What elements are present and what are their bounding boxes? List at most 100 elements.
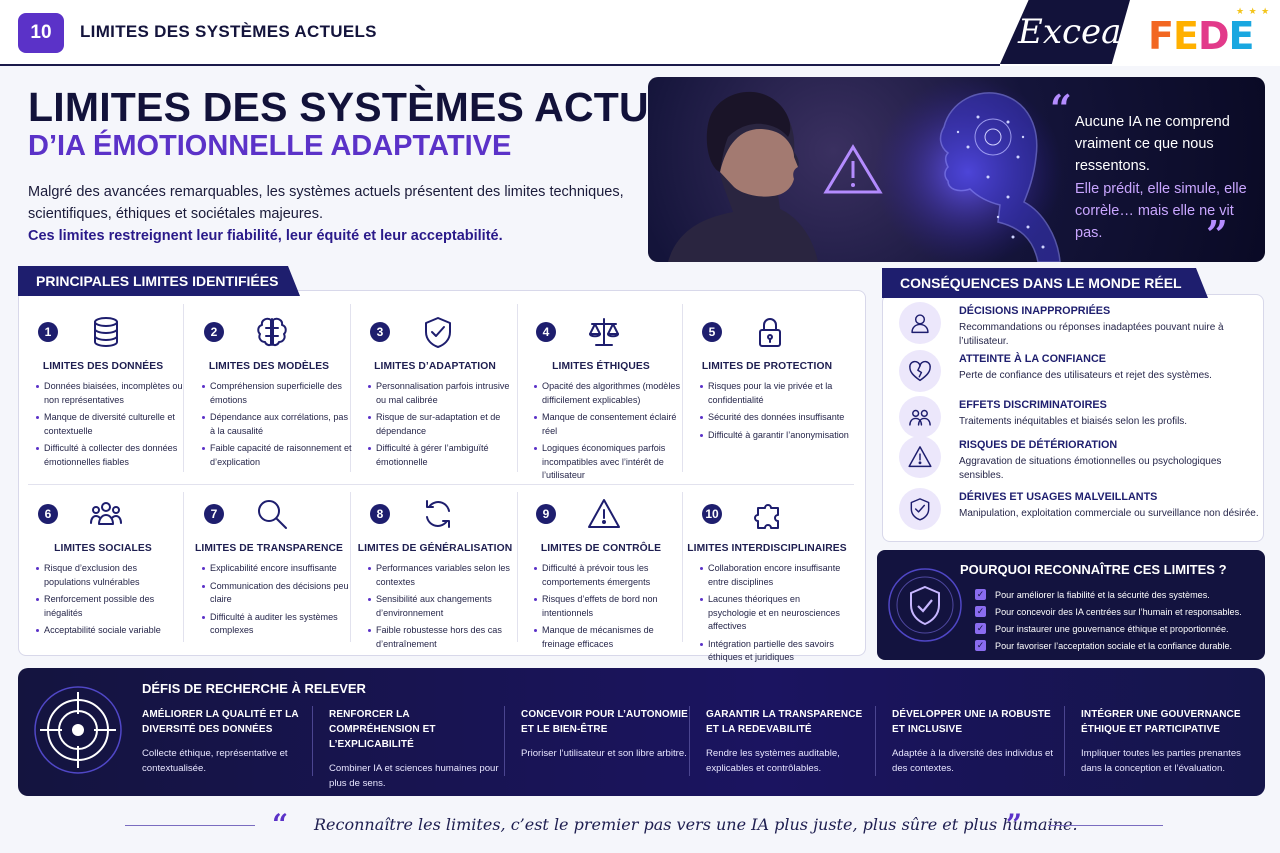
limit-title: LIMITES ÉTHIQUES bbox=[552, 361, 650, 372]
consequence-desc: Aggravation de situations émotionnelles … bbox=[959, 456, 1222, 481]
warning-icon bbox=[823, 144, 883, 194]
limit-point: Explicabilité encore insuffisante bbox=[202, 562, 352, 576]
footer-quote-close-icon: ” bbox=[1006, 808, 1023, 841]
limits-col-divider bbox=[682, 304, 683, 472]
limit-number: 3 bbox=[370, 322, 390, 342]
eu-stars-icon: ★ ★ ★ bbox=[1236, 6, 1271, 16]
limit-points: Personnalisation parfois intrusive ou ma… bbox=[368, 380, 518, 473]
research-challenge-desc: Prioriser l’utilisateur et son libre arb… bbox=[521, 748, 687, 759]
research-divider bbox=[875, 706, 876, 776]
limit-point: Difficulté à collecter des données émoti… bbox=[36, 442, 186, 469]
limit-point: Risque de sur-adaptation et de dépendanc… bbox=[368, 411, 518, 438]
limit-point: Intégration partielle des savoirs éthiqu… bbox=[700, 638, 850, 665]
broken-heart-icon bbox=[899, 350, 941, 392]
main-title: LIMITES DES SYSTÈMES ACTUELS bbox=[28, 84, 730, 130]
why-list: ✓Pour améliorer la fiabilité et la sécur… bbox=[975, 586, 1265, 654]
magnifier-icon bbox=[254, 496, 290, 532]
limits-col-divider bbox=[517, 492, 518, 642]
limit-number: 1 bbox=[38, 322, 58, 342]
consequence-desc: Recommandations ou réponses inadaptées p… bbox=[959, 322, 1224, 347]
limit-title: LIMITES SOCIALES bbox=[54, 543, 152, 554]
limit-number: 2 bbox=[204, 322, 224, 342]
limits-section-title: PRINCIPALES LIMITES IDENTIFIÉES bbox=[18, 266, 300, 296]
consequences-title: CONSÉQUENCES DANS LE MONDE RÉEL bbox=[882, 268, 1208, 298]
footer-quote-open-icon: “ bbox=[272, 808, 289, 841]
limits-col-divider bbox=[350, 304, 351, 472]
checkbox-icon: ✓ bbox=[975, 640, 986, 651]
limit-point: Manque de consentement éclairé réel bbox=[534, 411, 684, 438]
limit-point: Risque d’exclusion des populations vulné… bbox=[36, 562, 186, 589]
limit-card: 8 LIMITES DE GÉNÉRALISATION Performances… bbox=[352, 486, 518, 666]
limit-number: 4 bbox=[536, 322, 556, 342]
limit-point: Risques pour la vie privée et la confide… bbox=[700, 380, 850, 407]
limit-card: 4 LIMITES ÉTHIQUES Opacité des algorithm… bbox=[518, 304, 684, 484]
limits-col-divider bbox=[682, 492, 683, 642]
research-challenge-title: AMÉLIORER LA QUALITÉ ET LA DIVERSITÉ DES… bbox=[142, 709, 299, 735]
limit-point: Difficulté à auditer les systèmes comple… bbox=[202, 611, 352, 638]
limit-point: Dépendance aux corrélations, pas à la ca… bbox=[202, 411, 352, 438]
consequence-title: DÉCISIONS INAPPROPRIÉES bbox=[959, 305, 1111, 317]
research-challenge: GARANTIR LA TRANSPARENCE ET LA REDEVABIL… bbox=[706, 707, 876, 776]
limit-title: LIMITES DE PROTECTION bbox=[701, 361, 833, 372]
consequence-item: EFFETS DISCRIMINATOIRES Traitements inéq… bbox=[899, 396, 1259, 440]
consequence-title: ATTEINTE À LA CONFIANCE bbox=[959, 353, 1106, 365]
limits-col-divider bbox=[517, 304, 518, 472]
brain-icon bbox=[254, 314, 290, 350]
checkbox-icon: ✓ bbox=[975, 589, 986, 600]
footer-line-left bbox=[125, 825, 255, 826]
limit-points: Collaboration encore insuffisante entre … bbox=[700, 562, 850, 669]
research-challenge: CONCEVOIR POUR L’AUTONOMIE ET LE BIEN-ÊT… bbox=[521, 707, 691, 761]
limit-title: LIMITES INTERDISCIPLINAIRES bbox=[687, 543, 847, 554]
limit-title: LIMITES DE TRANSPARENCE bbox=[195, 543, 343, 554]
research-challenge-title: INTÉGRER UNE GOUVERNANCE ÉTHIQUE ET PART… bbox=[1081, 709, 1241, 735]
why-item: ✓Pour concevoir des IA centrées sur l’hu… bbox=[975, 603, 1265, 620]
limit-point: Compréhension superficielle des émotions bbox=[202, 380, 352, 407]
limit-points: Difficulté à prévoir tous les comporteme… bbox=[534, 562, 684, 655]
limit-point: Risques d’effets de bord non intentionne… bbox=[534, 593, 684, 620]
limit-point: Sensibilité aux changements d’environnem… bbox=[368, 593, 518, 620]
why-item: ✓Pour améliorer la fiabilité et la sécur… bbox=[975, 586, 1265, 603]
brand-logo: FEDE bbox=[1148, 14, 1254, 58]
limit-number: 9 bbox=[536, 504, 556, 524]
research-title: DÉFIS DE RECHERCHE À RELEVER bbox=[142, 681, 366, 696]
checkbox-icon: ✓ bbox=[975, 623, 986, 634]
people-icon bbox=[88, 496, 124, 532]
shield-target-icon bbox=[888, 568, 962, 642]
quote-open-icon: “ bbox=[1050, 86, 1072, 131]
research-challenge-title: DÉVELOPPER UNE IA ROBUSTE ET INCLUSIVE bbox=[892, 709, 1051, 735]
limit-point: Sécurité des données insuffisante bbox=[700, 411, 850, 425]
consequence-item: DÉRIVES ET USAGES MALVEILLANTS Manipulat… bbox=[899, 488, 1259, 532]
why-panel bbox=[877, 550, 1265, 660]
limits-col-divider bbox=[350, 492, 351, 642]
limit-points: Risque d’exclusion des populations vulné… bbox=[36, 562, 186, 642]
header-title: LIMITES DES SYSTÈMES ACTUELS bbox=[80, 22, 377, 41]
lock-icon bbox=[752, 314, 788, 350]
limit-point: Manque de diversité culturelle et contex… bbox=[36, 411, 186, 438]
checkbox-icon: ✓ bbox=[975, 606, 986, 617]
limit-point: Communication des décisions peu claire bbox=[202, 580, 352, 607]
main-subtitle: D’IA ÉMOTIONNELLE ADAPTATIVE bbox=[28, 130, 512, 162]
limits-panel bbox=[18, 290, 866, 656]
research-challenge: DÉVELOPPER UNE IA ROBUSTE ET INCLUSIVE A… bbox=[892, 707, 1062, 776]
research-challenge-title: CONCEVOIR POUR L’AUTONOMIE ET LE BIEN-ÊT… bbox=[521, 709, 688, 735]
limit-points: Risques pour la vie privée et la confide… bbox=[700, 380, 850, 446]
limit-card: 5 LIMITES DE PROTECTION Risques pour la … bbox=[684, 304, 850, 484]
limit-point: Faible robustesse hors des cas d’entraîn… bbox=[368, 624, 518, 651]
scales-icon bbox=[586, 314, 622, 350]
limit-point: Faible capacité de raisonnement et d’exp… bbox=[202, 442, 352, 469]
limit-point: Personnalisation parfois intrusive ou ma… bbox=[368, 380, 518, 407]
limit-number: 8 bbox=[370, 504, 390, 524]
limit-card: 3 LIMITES D’ADAPTATION Personnalisation … bbox=[352, 304, 518, 484]
warning-icon bbox=[899, 436, 941, 478]
limit-title: LIMITES DES MODÈLES bbox=[208, 361, 330, 372]
limit-number: 10 bbox=[702, 504, 722, 524]
research-divider bbox=[689, 706, 690, 776]
intro-text: Malgré des avancées remarquables, les sy… bbox=[28, 184, 624, 222]
limit-card: 6 LIMITES SOCIALES Risque d’exclusion de… bbox=[20, 486, 186, 666]
limit-number: 5 bbox=[702, 322, 722, 342]
why-item-text: Pour instaurer une gouvernance éthique e… bbox=[995, 623, 1229, 634]
consequence-item: RISQUES DE DÉTÉRIORATION Aggravation de … bbox=[899, 436, 1259, 481]
intro-paragraph: Malgré des avancées remarquables, les sy… bbox=[28, 181, 628, 247]
shield-check-icon bbox=[420, 314, 456, 350]
